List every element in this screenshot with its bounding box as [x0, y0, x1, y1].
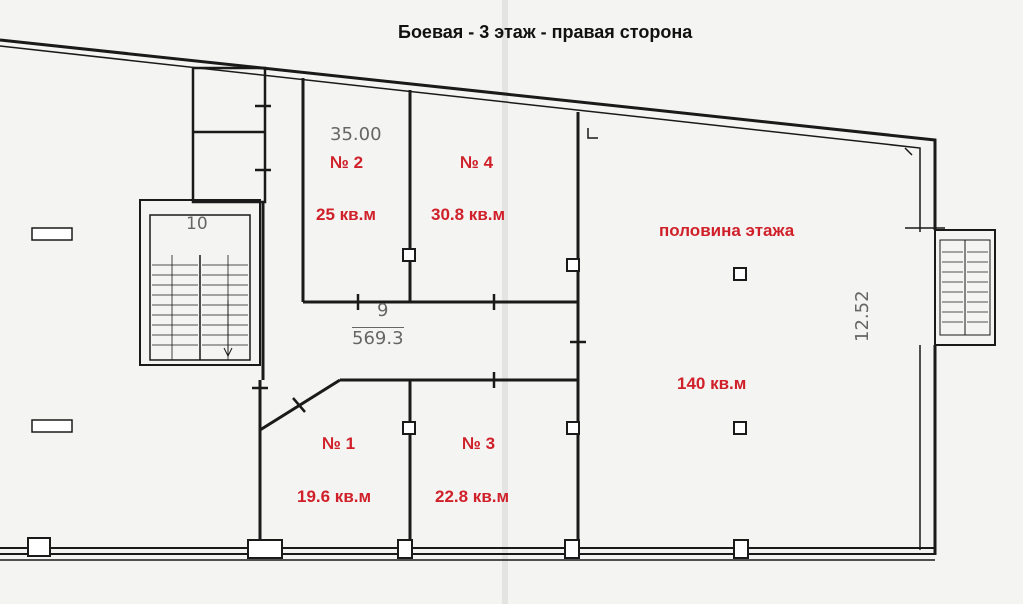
dimension-label: 35.00 — [330, 124, 382, 145]
dimension-label: 10 — [186, 214, 208, 234]
stair-steps-right — [942, 251, 988, 323]
corner-marks — [587, 128, 913, 156]
room-3-number: № 3 — [462, 434, 496, 453]
room-2-number: № 2 — [330, 153, 364, 172]
dimension-label: 9 — [377, 300, 389, 321]
wall-vents — [31, 227, 73, 433]
room-4-area: 30.8 кв.м — [431, 205, 506, 224]
room-2-area: 25 кв.м — [316, 205, 376, 224]
half-floor-area: 140 кв.м — [677, 374, 747, 393]
room-1-number: № 1 — [322, 434, 356, 453]
plan-title: Боевая - 3 этаж - правая сторона — [398, 22, 693, 42]
columns — [27, 248, 749, 559]
room-4-number: № 4 — [460, 153, 494, 172]
walls — [0, 38, 996, 561]
dimension-label: 569.3 — [352, 327, 404, 349]
door-marks — [252, 104, 586, 413]
dimension-label: 12.52 — [852, 290, 873, 342]
room-3-area: 22.8 кв.м — [435, 487, 510, 506]
room-1-area: 19.6 кв.м — [297, 487, 372, 506]
half-floor-label: половина этажа — [659, 221, 795, 240]
